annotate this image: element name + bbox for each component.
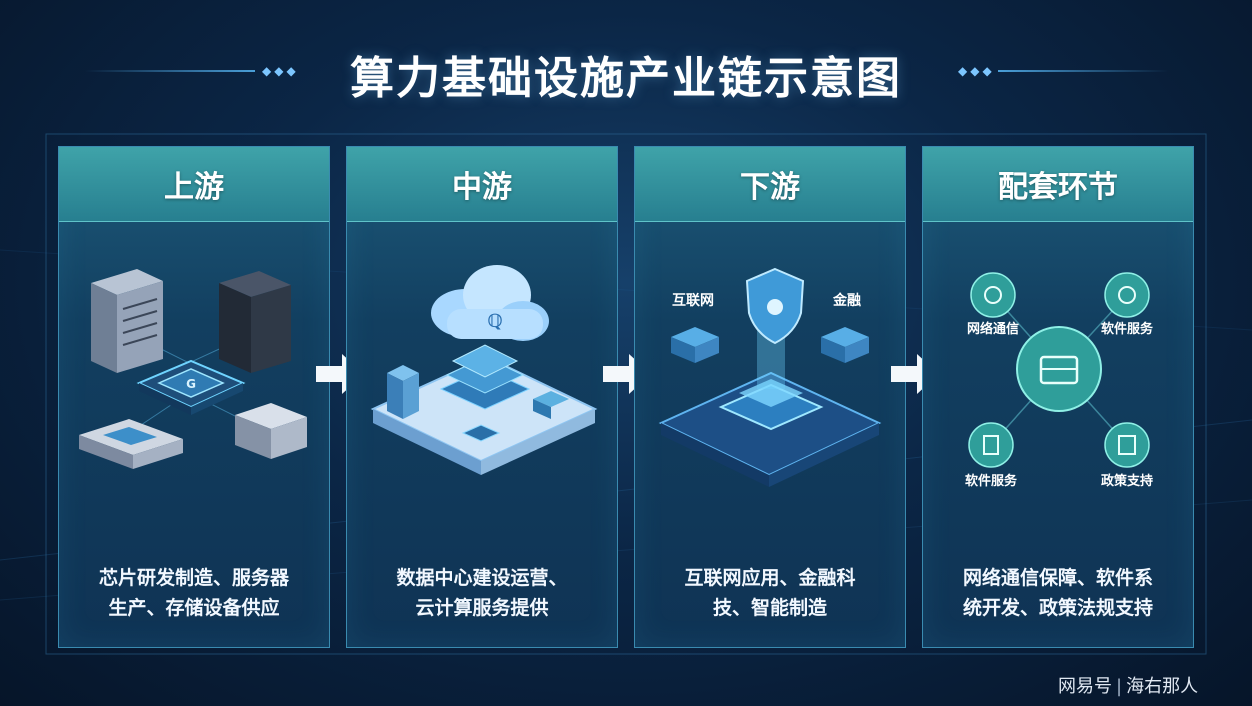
panel-heading: 配套环节 bbox=[923, 147, 1193, 222]
software-service-icon bbox=[1104, 272, 1150, 318]
internet-module-icon bbox=[671, 327, 719, 363]
watermark-author: 海右那人 bbox=[1126, 676, 1199, 697]
node-label: 软件服务 bbox=[1101, 321, 1154, 337]
watermark: 网易号|海右那人 bbox=[1058, 672, 1198, 698]
datacenter-cloud-illustration: ℚ bbox=[370, 265, 598, 475]
internet-label: 互联网 bbox=[672, 293, 714, 309]
svg-text:ℚ: ℚ bbox=[487, 311, 502, 332]
page-title: 算力基础设施产业链示意图 bbox=[350, 53, 902, 104]
title-dots-left: ◆◆◆ bbox=[262, 64, 299, 78]
node-label: 软件服务 bbox=[965, 473, 1018, 489]
server-rack-icon bbox=[91, 269, 163, 373]
panel-downstream: 下游 互联网 金融 互联网应用、金融科 技、智能制造 bbox=[634, 146, 906, 648]
title-dots-right: ◆◆◆ bbox=[958, 64, 995, 78]
server-stack-icon bbox=[439, 344, 531, 410]
central-hub-icon bbox=[1016, 326, 1102, 412]
panel-description: 互联网应用、金融科 技、智能制造 bbox=[684, 567, 856, 619]
title-row: ◆◆◆ 算力基础设施产业链示意图 ◆◆◆ bbox=[0, 42, 1252, 112]
small-chip-icon bbox=[461, 424, 501, 442]
node-label: 政策支持 bbox=[1101, 473, 1153, 489]
node-label: 网络通信 bbox=[967, 321, 1019, 337]
panel-description: 网络通信保障、软件系 统开发、政策法规支持 bbox=[962, 567, 1153, 619]
shield-icon bbox=[745, 267, 805, 345]
svg-text:G: G bbox=[186, 377, 196, 391]
finance-label: 金融 bbox=[832, 292, 861, 309]
panel-description: 数据中心建设运营、 云计算服务提供 bbox=[396, 567, 568, 619]
small-module-icon bbox=[533, 391, 569, 419]
policy-support-icon bbox=[1104, 422, 1150, 468]
panel-midstream: 中游 ℚ 数据中心 bbox=[346, 146, 618, 648]
panel-heading: 下游 bbox=[635, 147, 905, 222]
watermark-separator: | bbox=[1116, 676, 1123, 697]
panel-supporting: 配套环节 网络通信 软件服务 软件服务 政策支持 bbox=[922, 146, 1194, 648]
software-service-icon bbox=[968, 422, 1014, 468]
support-network-illustration: 网络通信 软件服务 软件服务 政策支持 bbox=[965, 272, 1154, 489]
panel-heading: 中游 bbox=[347, 147, 617, 222]
cloud-icon: ℚ bbox=[431, 265, 549, 341]
panel-description: 芯片研发制造、服务器 生产、存储设备供应 bbox=[98, 567, 289, 619]
network-comm-icon bbox=[970, 272, 1016, 318]
dark-server-icon bbox=[219, 271, 291, 373]
storage-box-icon bbox=[235, 403, 307, 459]
panel-upstream: 上游 G bbox=[58, 146, 330, 648]
applications-illustration: 互联网 金融 bbox=[658, 267, 882, 487]
title-decoration-left bbox=[85, 70, 255, 72]
finance-module-icon bbox=[821, 327, 869, 363]
processor-chip-icon: G bbox=[136, 359, 246, 415]
servers-chip-illustration: G bbox=[79, 269, 307, 469]
watermark-brand: 网易号 bbox=[1058, 676, 1112, 697]
storage-drive-icon bbox=[79, 419, 183, 469]
title-decoration-right bbox=[998, 70, 1168, 72]
tower-icon bbox=[387, 365, 419, 419]
panel-heading: 上游 bbox=[59, 147, 329, 222]
